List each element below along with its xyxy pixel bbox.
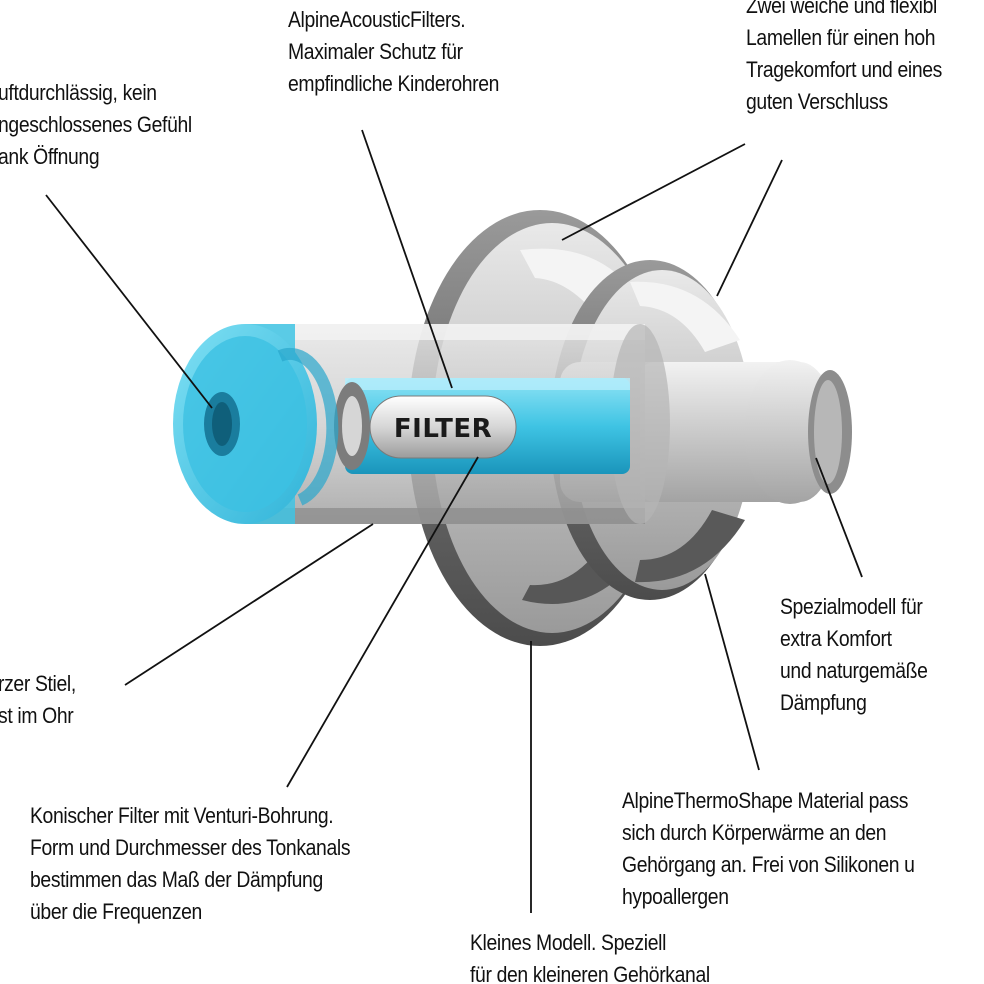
annotation-line: AlpineAcousticFilters. — [288, 7, 466, 32]
annotation-breathable: uftdurchlässig, kein ngeschlossenes Gefü… — [0, 77, 192, 173]
leader-lamella-1 — [561, 143, 746, 241]
annotation-line: Maximaler Schutz für — [288, 39, 463, 64]
annotation-line: für den kleineren Gehörkanal — [470, 962, 710, 984]
annotation-line: und naturgemäße — [780, 658, 928, 683]
tip-stem — [640, 360, 852, 504]
annotation-line: Form und Durchmesser des Tonkanals — [30, 835, 351, 860]
annotation-line: Tragekomfort und eines — [746, 57, 943, 82]
leader-conical-filter — [286, 456, 479, 788]
leader-lamella-2 — [716, 159, 783, 297]
annotation-line: hypoallergen — [622, 884, 729, 909]
annotation-line: über die Frequenzen — [30, 899, 202, 924]
annotation-conical-filter: Konischer Filter mit Venturi-Bohrung. Fo… — [30, 800, 351, 928]
annotation-special-model: Spezialmodell für extra Komfort und natu… — [780, 591, 928, 719]
leader-thermoshape — [704, 573, 760, 771]
annotation-line: AlpineThermoShape Material pass — [622, 788, 909, 813]
leader-breathable — [45, 194, 213, 409]
leader-acoustic-filters — [361, 129, 453, 389]
annotation-line: empfindliche Kinderohren — [288, 71, 500, 96]
annotation-line: Zwei weiche und flexibl — [746, 0, 937, 18]
annotation-line: st im Ohr — [0, 703, 74, 728]
annotation-line: Lamellen für einen hoh — [746, 25, 936, 50]
filter-badge: FILTER — [369, 395, 517, 459]
filter-label: FILTER — [394, 414, 492, 444]
annotation-line: uftdurchlässig, kein — [0, 80, 157, 105]
annotation-line: sich durch Körperwärme an den — [622, 820, 887, 845]
annotation-small-model: Kleines Modell. Speziell für den kleiner… — [470, 927, 710, 984]
annotation-line: Gehörgang an. Frei von Silikonen u — [622, 852, 915, 877]
blue-end-cap — [173, 324, 339, 524]
annotation-line: extra Komfort — [780, 626, 892, 651]
annotation-acoustic-filters: AlpineAcousticFilters. Maximaler Schutz … — [288, 4, 499, 100]
annotation-lamellae: Zwei weiche und flexibl Lamellen für ein… — [746, 0, 942, 118]
annotation-line: bestimmen das Maß der Dämpfung — [30, 867, 323, 892]
annotation-line: Dämpfung — [780, 690, 867, 715]
annotation-line: Konischer Filter mit Venturi-Bohrung. — [30, 803, 334, 828]
leader-short-stem — [124, 523, 374, 686]
annotation-line: ngeschlossenes Gefühl — [0, 112, 192, 137]
annotation-line: ank Öffnung — [0, 144, 100, 169]
leader-lines — [45, 129, 863, 913]
annotation-short-stem: rzer Stiel, st im Ohr — [0, 668, 76, 732]
annotation-line: rzer Stiel, — [0, 671, 76, 696]
annotation-line: Spezialmodell für — [780, 594, 923, 619]
leader-special-model — [815, 457, 863, 578]
annotation-line: Kleines Modell. Speziell — [470, 930, 667, 955]
annotation-line: guten Verschluss — [746, 89, 888, 114]
annotation-thermoshape: AlpineThermoShape Material pass sich dur… — [622, 785, 915, 913]
